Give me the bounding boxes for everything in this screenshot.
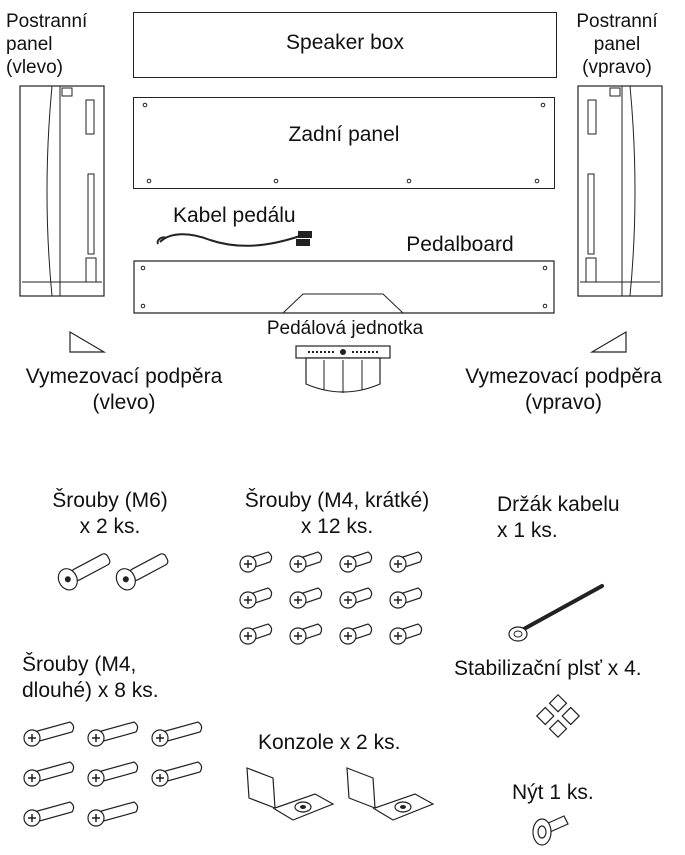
cable-holder-label: Držák kabelu x 1 ks.	[497, 493, 620, 542]
pedal-cable-label: Kabel pedálu	[173, 204, 296, 227]
screws-m4-long-label: Šrouby (M4, dlouhé) x 8 ks.	[22, 653, 159, 702]
pedal-cable-drawing	[156, 231, 312, 247]
side-panel-left-label: Postranní panel (vlevo)	[6, 11, 88, 78]
pedalboard-drawing	[133, 260, 555, 314]
side-panel-right-drawing	[577, 85, 663, 297]
stabilizer-felt-label: Stabilizační plsť x 4.	[454, 657, 642, 680]
pedal-unit-drawing	[295, 345, 391, 393]
rivet-drawing	[532, 815, 569, 846]
screws-m4-short-drawing	[239, 551, 423, 645]
brackets-drawing	[246, 767, 435, 821]
speaker-box-label: Speaker box	[286, 31, 404, 54]
screws-m6-drawing	[57, 553, 169, 591]
spacer-right-drawing	[589, 330, 627, 353]
cable-holder-drawing	[508, 584, 604, 642]
speaker-box-drawing	[133, 12, 557, 78]
screws-m4-long-drawing	[23, 721, 203, 827]
spacer-left-label: Vymezovací podpěra (vlevo)	[25, 365, 223, 414]
screws-m4-short-label: Šrouby (M4, krátké) x 12 ks.	[244, 489, 430, 538]
rivet-label: Nýt 1 ks.	[512, 781, 594, 804]
side-panel-right-label: Postranní panel (vpravo)	[576, 11, 658, 78]
pedal-unit-label: Pedálová jednotka	[266, 318, 424, 339]
screws-m6-label: Šrouby (M6) x 2 ks.	[52, 489, 168, 538]
spacer-right-label: Vymezovací podpěra (vpravo)	[465, 365, 662, 414]
back-panel-drawing	[133, 97, 555, 189]
brackets-label: Konzole x 2 ks.	[258, 731, 401, 754]
spacer-left-drawing	[69, 330, 107, 353]
side-panel-left-drawing	[19, 85, 105, 297]
back-panel-label: Zadní panel	[288, 123, 400, 146]
back-panel-holes	[142, 102, 546, 184]
pedalboard-label: Pedalboard	[406, 233, 514, 256]
stabilizer-felt-drawing	[535, 693, 581, 739]
